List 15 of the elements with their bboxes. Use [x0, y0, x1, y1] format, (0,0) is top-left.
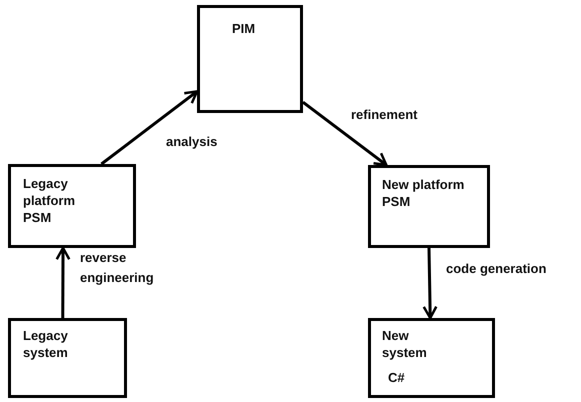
- box-label: Legacy platform PSM: [23, 175, 76, 226]
- process-box: [8, 164, 136, 248]
- box-label: New system: [382, 327, 428, 361]
- process-box: [368, 318, 495, 398]
- arrow: [100, 90, 198, 166]
- box-label: C#: [388, 369, 406, 386]
- process-box: [368, 165, 490, 248]
- box-label: PIM: [232, 20, 256, 37]
- box-label: New platform PSM: [382, 176, 466, 210]
- process-box: [197, 5, 303, 113]
- box-label: Legacy system: [23, 327, 69, 361]
- arrow: [56, 246, 70, 318]
- arrow: [422, 248, 438, 320]
- arrow: [302, 101, 388, 166]
- process-box: [8, 318, 127, 398]
